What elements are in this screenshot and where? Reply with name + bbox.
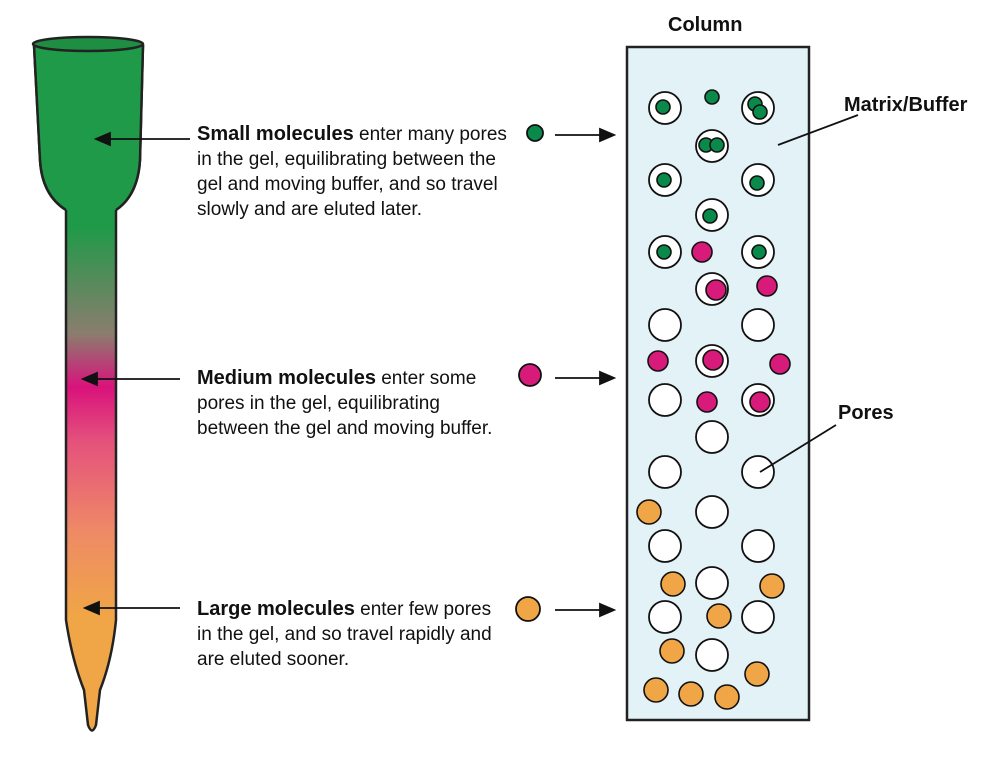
large-molecule [659,638,685,664]
tube-top-section [34,45,143,210]
pore-bead [648,600,682,634]
medium-molecule [769,353,791,375]
pore-bead [741,529,775,563]
small-molecule [655,99,671,115]
medium-line-2: pores in the gel, equilibrating [197,393,440,414]
small-line-3: gel and moving buffer, and so travel [197,174,498,195]
large-molecule [643,677,669,703]
pore-bead [741,600,775,634]
pore-bead [648,455,682,489]
large-molecule [714,684,740,710]
large-molecules-heading: Large molecules [197,598,355,620]
pore-bead [695,420,729,454]
medium-molecule [749,391,771,413]
legend-small-molecule [526,124,544,142]
medium-line-3: between the gel and moving buffer. [197,418,493,439]
small-molecule [709,137,725,153]
small-molecules-heading: Small molecules [197,123,354,145]
small-line-1: enter many pores [359,124,507,145]
large-line-2: in the gel, and so travel rapidly and [197,624,492,645]
legend-markers [515,124,544,622]
large-molecule [744,661,770,687]
large-molecule [636,499,662,525]
medium-molecule [647,350,669,372]
matrix-buffer-label: Matrix/Buffer [844,94,968,116]
column-title: Column [668,14,743,36]
medium-molecule [705,279,727,301]
legend-medium-molecule [518,363,542,387]
small-molecule [702,208,718,224]
small-molecules-description: Small molecules enter many pores in the … [197,122,527,222]
medium-molecule [756,275,778,297]
column-arrows [555,127,617,618]
pore-bead [695,495,729,529]
large-molecules-description: Large molecules enter few pores in the g… [197,597,527,672]
small-molecule [656,244,672,260]
molecules-group [636,89,791,710]
small-molecule [751,244,767,260]
medium-line-1: enter some [381,368,477,389]
tube-top-outline [32,44,145,212]
medium-molecules-description: Medium molecules enter some pores in the… [197,366,517,441]
small-molecule [704,89,720,105]
legend-large-molecule [515,596,541,622]
tube-arrows [80,131,190,616]
large-molecule [678,681,704,707]
label-pointers [759,114,859,473]
chromatography-tube [31,35,145,732]
pore-bead [648,383,682,417]
medium-molecules-heading: Medium molecules [197,367,376,389]
pore-bead [741,455,775,489]
pore-bead [648,529,682,563]
medium-molecule [696,391,718,413]
large-molecule [706,603,732,629]
medium-molecule [702,349,724,371]
small-line-4: slowly and are eluted later. [197,199,422,220]
large-line-3: are eluted sooner. [197,649,350,670]
tube-rim [31,35,145,53]
large-molecule [759,573,785,599]
pores-label: Pores [838,402,894,424]
small-molecule [656,172,672,188]
pore-bead [648,308,682,342]
pore-bead [741,308,775,342]
small-line-2: in the gel, equilibrating between the [197,149,496,170]
large-line-1: enter few pores [360,599,492,620]
pore-bead [695,566,729,600]
small-molecule [752,104,768,120]
small-molecule [749,175,765,191]
pore-bead [695,638,729,672]
large-molecule [660,571,686,597]
medium-molecule [691,241,713,263]
